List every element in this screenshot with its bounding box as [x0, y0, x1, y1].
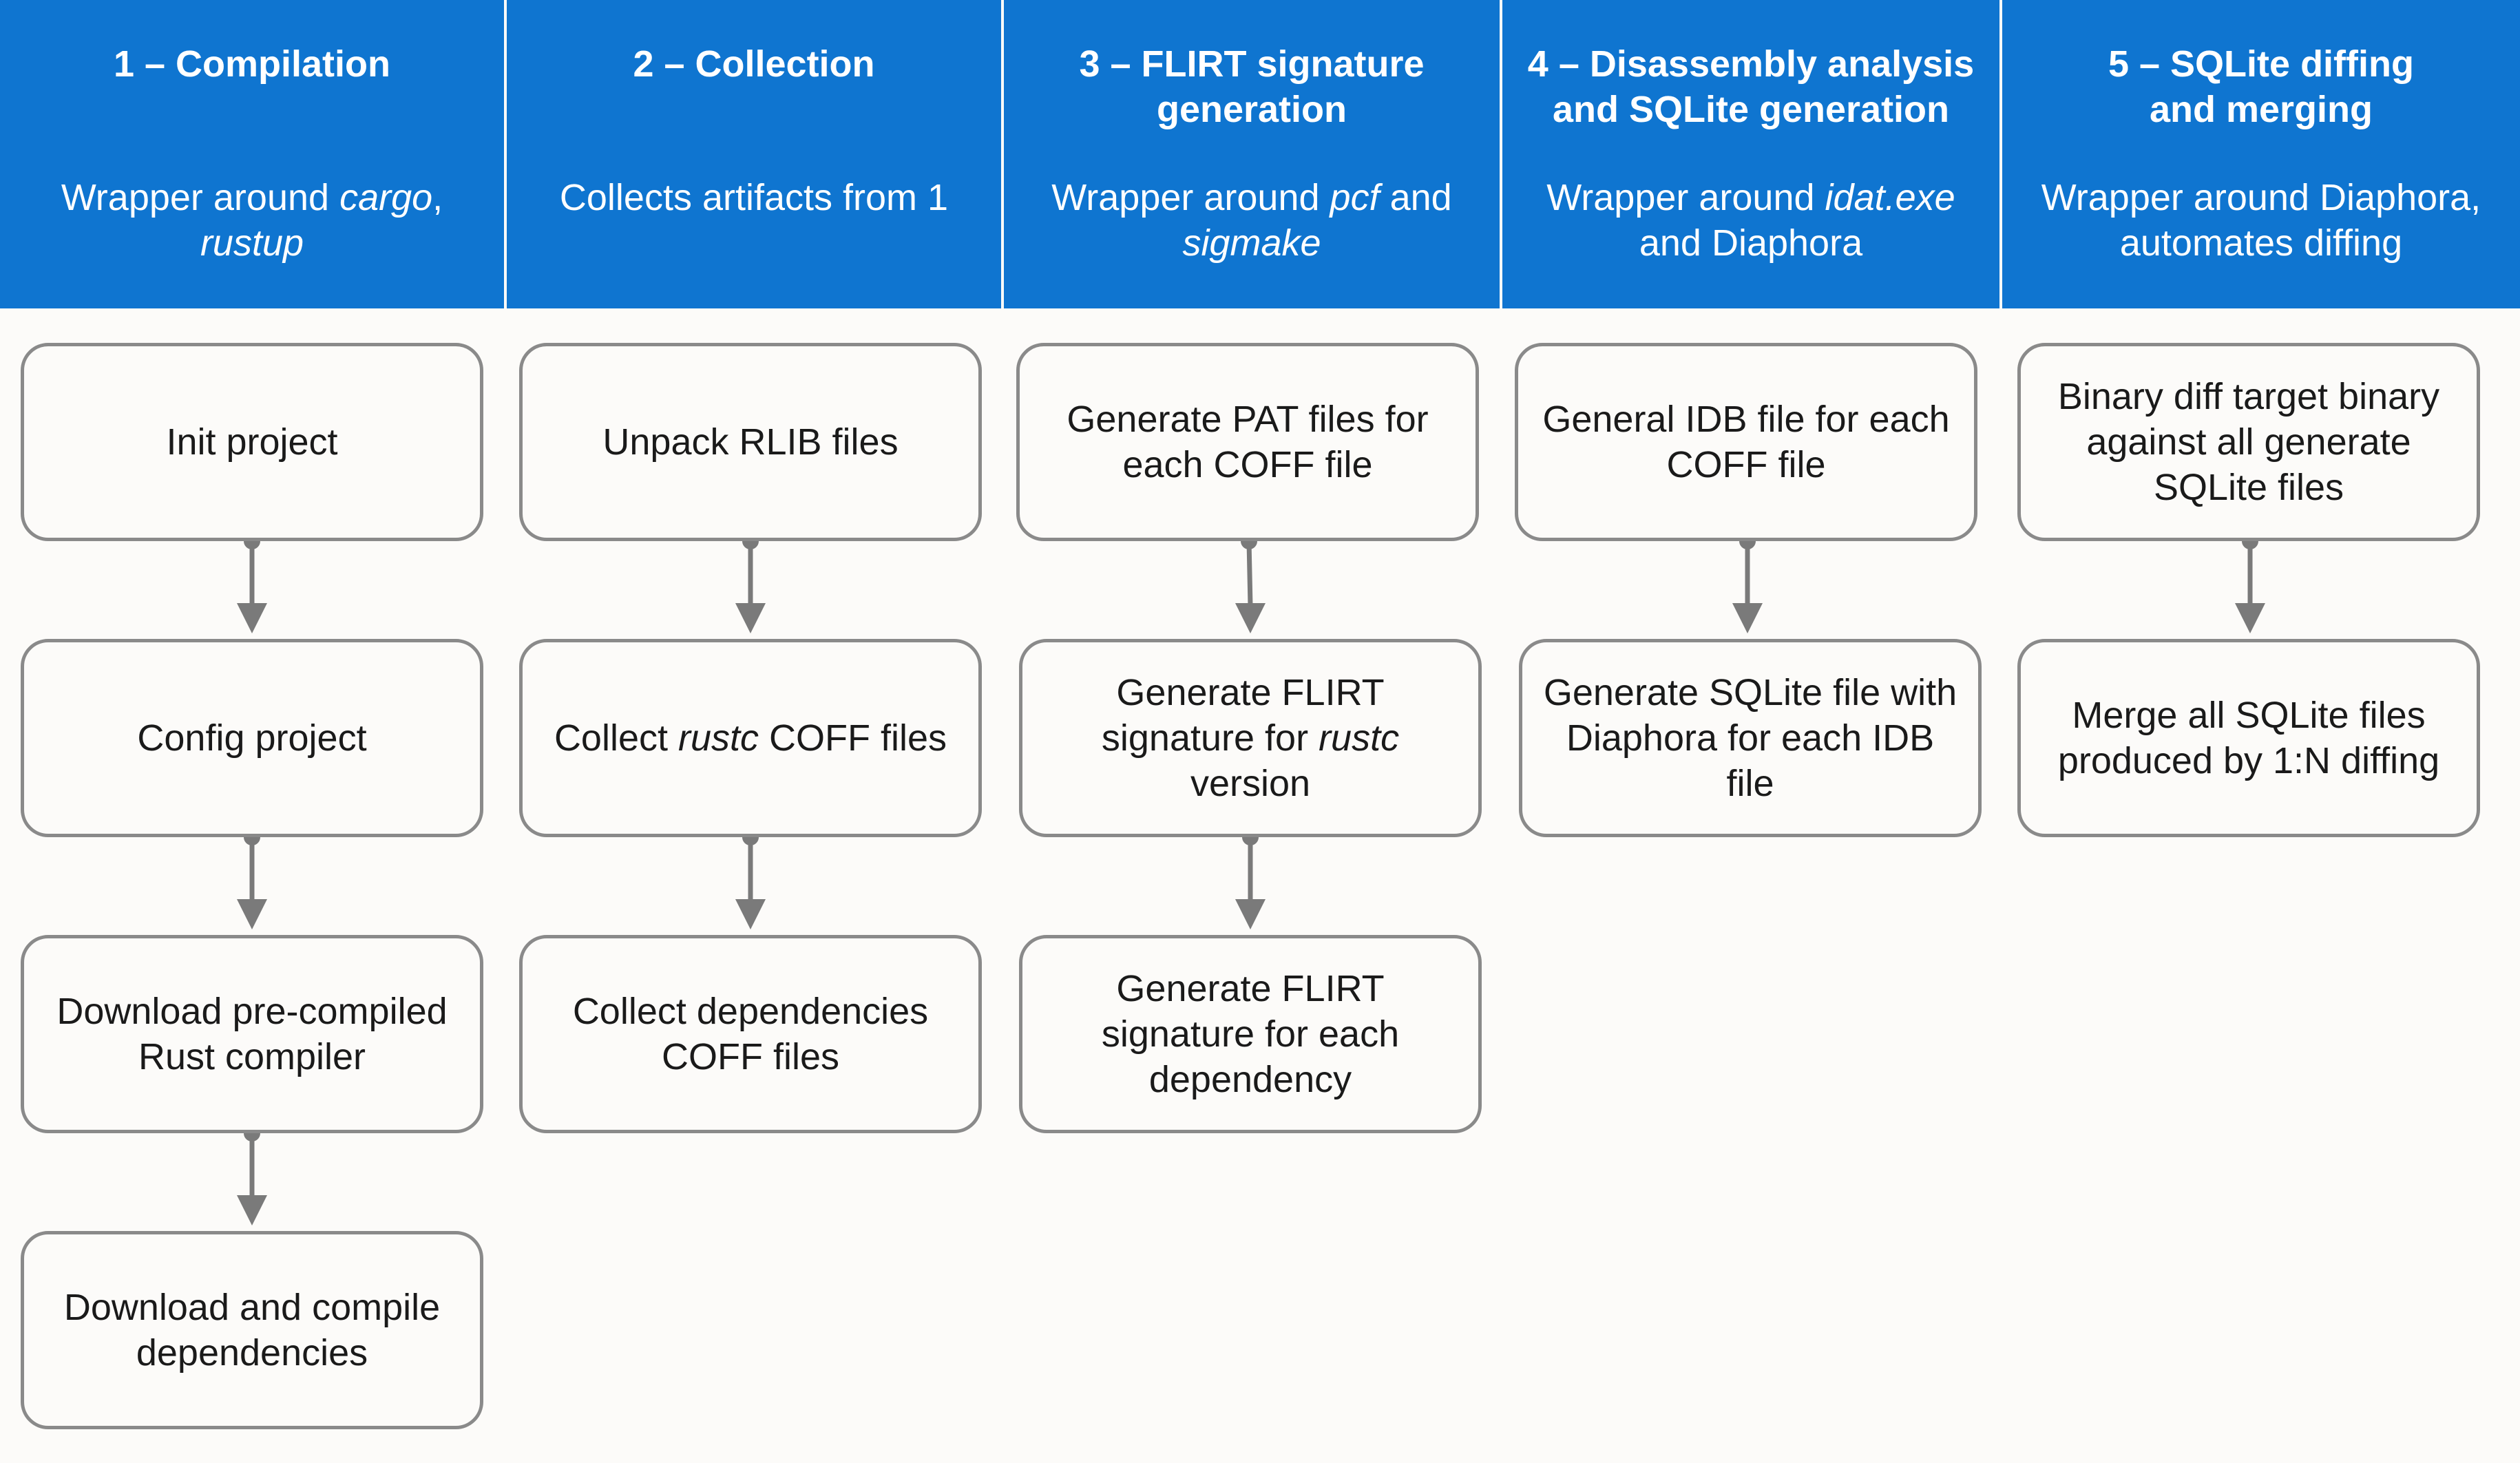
arrow-diff-to-merge — [2235, 533, 2265, 633]
step-unpack-rlib: Unpack RLIB files — [519, 343, 982, 541]
arrow-download-compiler-to-dependencies — [237, 1125, 267, 1225]
step-init-project: Init project — [21, 343, 483, 541]
column-header-compilation: 1 – Compilation Wrapper around cargo, ru… — [0, 0, 504, 308]
step-flirt-dependencies: Generate FLIRT signature for each depend… — [1019, 935, 1482, 1133]
column-title: 5 – SQLite diffing and merging — [2108, 43, 2414, 130]
column-title: 3 – FLIRT signature generation — [1079, 43, 1425, 130]
column-title: 1 – Compilation — [113, 43, 391, 85]
step-merge-sqlite: Merge all SQLite files produced by 1:N d… — [2017, 639, 2480, 837]
arrow-collect-rustc-to-collect-deps — [735, 829, 766, 929]
step-download-compiler: Download pre-compiled Rust compiler — [21, 935, 483, 1133]
step-generate-sqlite: Generate SQLite file with Diaphora for e… — [1519, 639, 1982, 837]
step-binary-diff: Binary diff target binary against all ge… — [2017, 343, 2480, 541]
column-subtitle: Wrapper around Diaphora, automates diffi… — [2041, 177, 2481, 264]
column-title: 4 – Disassembly analysis and SQLite gene… — [1527, 43, 1975, 130]
arrow-idb-to-sqlite — [1732, 533, 1763, 633]
column-subtitle: Wrapper around idat.exe and Diaphora — [1546, 177, 1955, 264]
step-generate-pat: Generate PAT files for each COFF file — [1016, 343, 1479, 541]
arrow-flirt-rustc-to-flirt-deps — [1235, 829, 1266, 929]
step-flirt-rustc: Generate FLIRT signature for rustc versi… — [1019, 639, 1482, 837]
step-generate-idb: General IDB file for each COFF file — [1515, 343, 1977, 541]
step-download-dependencies: Download and compile dependencies — [21, 1231, 483, 1429]
step-config-project: Config project — [21, 639, 483, 837]
column-header-sqlite-diffing: 5 – SQLite diffing and merging Wrapper a… — [2002, 0, 2520, 308]
column-header-collection: 2 – Collection Collects artifacts from 1 — [507, 0, 1001, 308]
step-collect-rustc-coff: Collect rustc COFF files — [519, 639, 982, 837]
column-subtitle: Wrapper around cargo, rustup — [61, 177, 443, 264]
column-subtitle: Collects artifacts from 1 — [559, 177, 949, 218]
column-title: 2 – Collection — [633, 43, 875, 85]
step-collect-dependencies-coff: Collect dependencies COFF files — [519, 935, 982, 1133]
arrow-config-to-download-compiler — [237, 829, 267, 929]
arrow-pat-to-flirt-rustc — [1235, 533, 1266, 633]
arrow-init-to-config — [237, 533, 267, 633]
column-header-disassembly: 4 – Disassembly analysis and SQLite gene… — [1502, 0, 1999, 308]
column-header-flirt: 3 – FLIRT signature generation Wrapper a… — [1004, 0, 1500, 308]
arrow-unpack-to-collect-rustc — [735, 533, 766, 633]
column-subtitle: Wrapper around pcf and sigmake — [1051, 177, 1452, 264]
